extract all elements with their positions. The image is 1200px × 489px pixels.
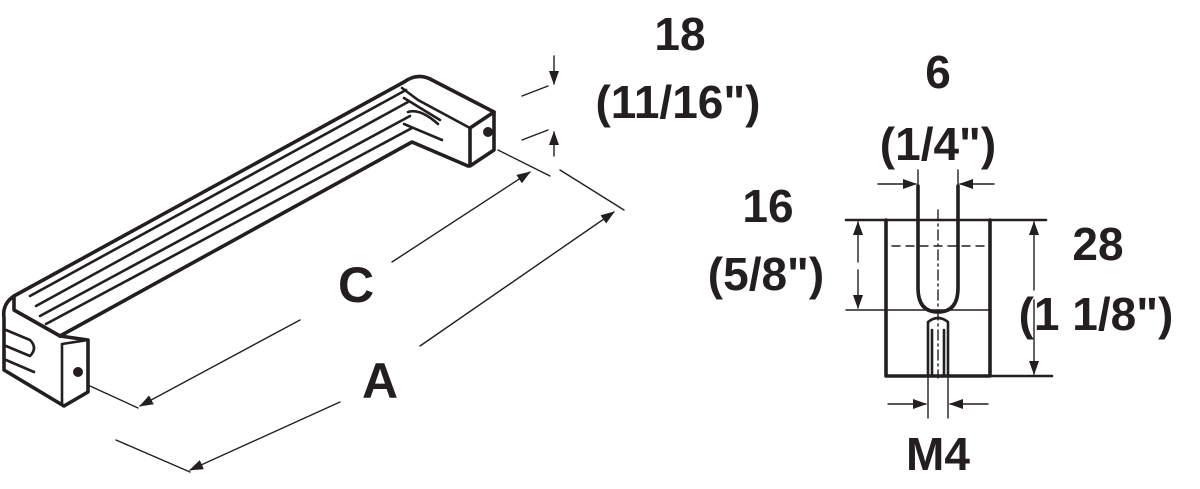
right-screw-hole [483, 127, 493, 137]
h18-extension-bottom [521, 129, 549, 141]
handle-left-leg-front [60, 338, 90, 406]
c-extension-right [497, 149, 551, 177]
handle-inner-underside [58, 140, 470, 338]
w6-extensions [917, 169, 959, 187]
cross-section-view [844, 184, 1054, 379]
label-depth-16: 16 [742, 180, 793, 232]
c-dimension-line-lower [139, 319, 301, 407]
label-overall-length-a: A [362, 353, 398, 409]
handle-right-leg [468, 110, 496, 168]
handle-right-leg-inner [400, 86, 472, 130]
label-thread-m4: M4 [906, 428, 970, 480]
label-total-28-inch: (1 1/8") [1019, 288, 1174, 340]
handle-groove-3 [38, 114, 412, 318]
handle-outer-top-edge [12, 74, 496, 298]
handle-groove-2 [34, 100, 410, 308]
handle-isometric-view [1, 74, 496, 408]
label-height-18-inch: (11/16") [595, 76, 760, 128]
handle-groove-4 [44, 126, 414, 326]
handle-right-slot [402, 96, 444, 142]
left-screw-hole [73, 367, 83, 377]
label-center-distance-c: C [338, 257, 374, 313]
dimension-lines-section [853, 169, 1039, 419]
handle-left-leg [1, 294, 90, 408]
m4-extensions [927, 375, 949, 419]
c-dimension-line-upper [391, 171, 531, 263]
label-depth-16-inch: (5/8") [708, 248, 824, 300]
a-extension-right [559, 169, 625, 211]
h18-extension-top [521, 85, 549, 97]
c-extension-left [89, 385, 139, 409]
label-total-28: 28 [1072, 218, 1123, 270]
dimension-lines-handle [89, 55, 625, 473]
label-width-6: 6 [925, 46, 951, 98]
label-height-18: 18 [654, 8, 705, 60]
handle-left-slot [4, 328, 36, 374]
label-width-6-inch: (1/4") [880, 118, 996, 170]
a-dimension-line-upper [419, 211, 615, 347]
a-dimension-line-lower [189, 401, 341, 471]
a-extension-left [115, 439, 191, 473]
handle-groove-1 [28, 88, 408, 298]
section-thread [926, 316, 950, 378]
